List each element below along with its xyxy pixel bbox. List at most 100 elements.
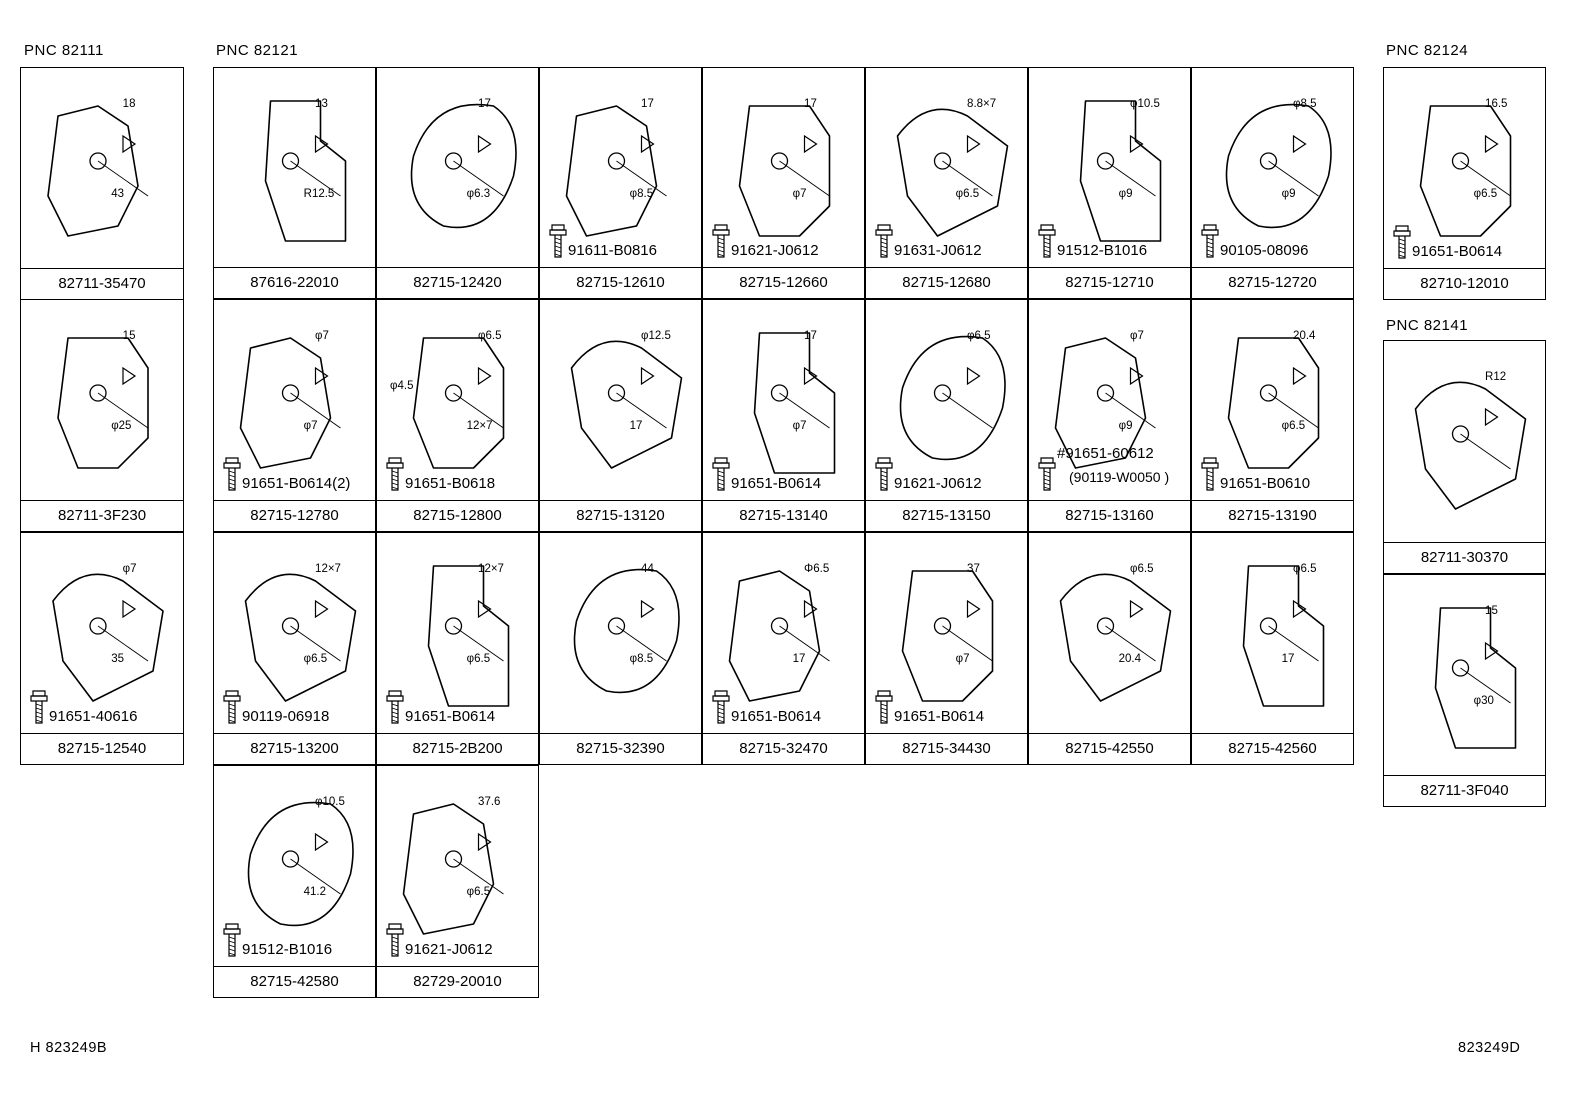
part-illustration (875, 335, 1006, 491)
dimension-label: φ9 (1281, 188, 1296, 200)
part-number: 82715-34430 (866, 733, 1027, 764)
dimension-label: 12×7 (466, 420, 493, 432)
bolt-part-number: 91651-B0614(2) (242, 475, 351, 492)
part-illustration (570, 340, 683, 469)
bolt-part-number: 91651-B0614 (1412, 243, 1503, 260)
dimension-label: φ9 (1118, 188, 1133, 200)
part-illustration (1038, 100, 1162, 258)
part-number: 82715-12800 (377, 500, 538, 531)
part-number: 82711-3F040 (1384, 775, 1545, 806)
dimension-label: 17 (792, 653, 806, 665)
part-number: 82715-13200 (214, 733, 375, 764)
dimension-label: φ6.5 (1293, 563, 1317, 575)
dimension-label: 37.6 (478, 796, 501, 808)
part-cell[interactable]: φ6.5 91621-J0612 82715-13150 (865, 299, 1028, 532)
part-number: 82715-42550 (1029, 733, 1190, 764)
dimension-label: 37 (967, 563, 980, 575)
part-number: 82729-20010 (377, 966, 538, 997)
part-number: 82715-12710 (1029, 267, 1190, 298)
footer-left-code: H 823249B (30, 1040, 108, 1056)
dimension-label: R12.5 (303, 188, 335, 200)
part-illustration (712, 105, 831, 258)
bolt-part-number: 91621-J0612 (894, 475, 982, 492)
dimension-label: 17 (629, 420, 643, 432)
part-cell[interactable]: φ6.5 20.4 82715-42550 (1028, 532, 1191, 765)
bolt-note: (90119-W0050 ) (1069, 469, 1170, 485)
bolt-part-number: 91651-B0614 (405, 708, 496, 725)
dimension-label: 12×7 (315, 563, 341, 575)
part-number: 87616-22010 (214, 267, 375, 298)
dimension-label: R12 (1485, 371, 1507, 383)
dimension-label: φ12.5 (641, 330, 671, 342)
dimension-label: 17 (804, 98, 817, 110)
dimension-label: φ6.5 (967, 330, 991, 342)
part-illustration (1059, 573, 1172, 702)
dimension-label: 17 (478, 98, 491, 110)
part-number: 82715-12610 (540, 267, 701, 298)
dimension-label: φ4.5 (390, 380, 414, 392)
part-number: 82715-2B200 (377, 733, 538, 764)
dimension-label: φ30 (1473, 695, 1494, 707)
part-number: 82715-12720 (1192, 267, 1353, 298)
part-illustration (712, 570, 830, 724)
dimension-label: φ6.5 (1130, 563, 1154, 575)
part-illustration (386, 337, 505, 491)
dimension-label: 15 (122, 330, 136, 342)
part-number: 82715-42580 (214, 966, 375, 997)
part-illustration (1393, 105, 1512, 259)
dimension-label: 20.4 (1118, 653, 1142, 665)
part-illustration (1201, 103, 1332, 258)
part-number: 82710-12010 (1384, 268, 1545, 299)
dimension-label: 44 (641, 563, 654, 575)
dimension-label: 17 (1281, 653, 1295, 665)
dimension-label: Φ6.5 (804, 563, 830, 575)
dimension-label: 13 (315, 98, 328, 110)
part-number: 82715-32390 (540, 733, 701, 764)
pnc-label-82121: PNC 82121 (216, 42, 299, 59)
part-number: 82715-13150 (866, 500, 1027, 531)
dimension-label: 35 (111, 653, 124, 665)
part-illustration (223, 337, 341, 491)
dimension-label: φ10.5 (315, 796, 345, 808)
bolt-part-number: 91651-B0610 (1220, 475, 1311, 492)
part-number: 82711-35470 (21, 268, 183, 299)
bolt-part-number: 91512-B1016 (242, 941, 333, 958)
dimension-label: φ10.5 (1130, 98, 1160, 110)
bolt-part-number: 91651-B0614 (731, 708, 822, 725)
bolt-part-number: 91651-40616 (49, 708, 138, 725)
dimension-label: φ6.3 (466, 188, 491, 200)
dimension-label: 16.5 (1485, 98, 1508, 110)
footer-right-code: 823249D (1458, 1040, 1521, 1056)
dimension-label: 17 (804, 330, 817, 342)
dimension-label: φ7 (792, 420, 807, 432)
dimension-label: φ8.5 (1293, 98, 1317, 110)
dimension-label: φ6.5 (1281, 420, 1306, 432)
